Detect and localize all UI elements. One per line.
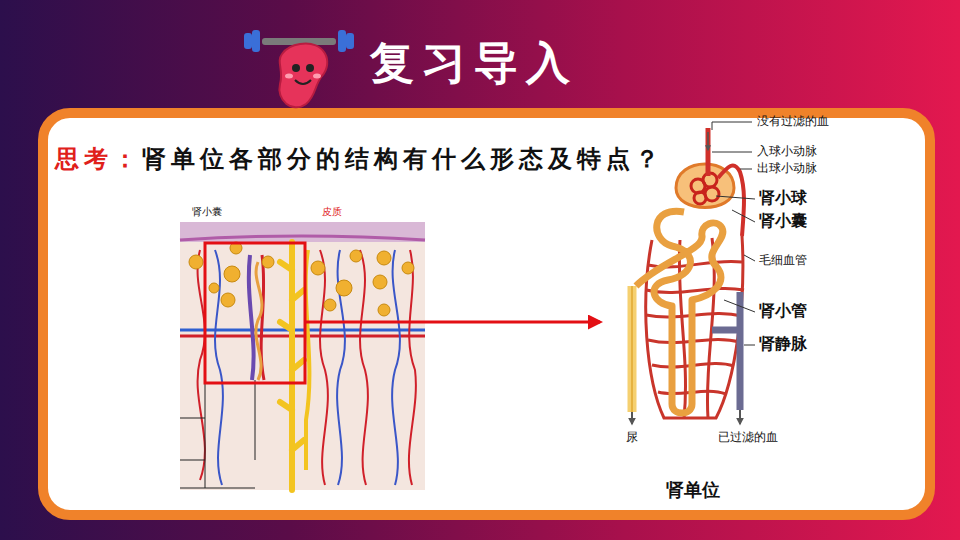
nephron-part-part [712,152,752,153]
nephron-part-part [694,192,706,204]
kidney-icon-part [252,30,260,52]
kidney-tissue-part-part [377,251,391,265]
kidney-tissue-part-part [402,262,414,274]
kidney-tissue-part [180,236,425,240]
part-label: 出球小动脉 [757,162,817,176]
nephron-part [691,173,719,204]
kidney-tissue-part-part [311,261,325,275]
part-label: 肾静脉 [759,335,807,353]
part-label: 肾小球 [759,189,807,207]
nephron-part-part [724,300,755,312]
kidney-tissue-part-part [256,262,262,380]
kidney-tissue-part-part [262,256,274,268]
kidney-tissue-part-part [409,250,416,485]
nephron-part [628,286,637,412]
kidney-tissue-part-part [378,304,390,316]
nephron-part [706,128,711,176]
kidney-icon-part [346,33,354,49]
nephron-part-part [744,255,755,261]
kidney-tissue-part [180,330,255,488]
nephron-part [712,292,740,410]
kidney-tissue [180,222,425,490]
nephron-part-part [646,288,744,292]
kidney-tissue-part [189,242,414,316]
kidney-tissue-part [180,222,425,490]
kidney-tissue-part-part [224,266,240,282]
kidney-tissue-part-part [350,250,362,262]
kidney-icon-part [279,44,327,108]
kidney-icon-part [244,33,252,49]
part-label: 已过滤的血 [718,431,778,445]
slide-title: 复习导入 [370,38,578,89]
kidney-tissue-part [180,222,425,242]
kidney-tissue-part-part [373,275,387,289]
zoom-arrow [305,321,600,324]
nephron-part [631,286,633,412]
part-label: 皮质 [322,206,342,218]
kidney-icon-part [285,74,293,79]
part-label: 没有过滤的血 [757,115,829,129]
kidney-tissue-part-part [324,299,336,311]
nephron-part-part [732,210,755,222]
kidney-icon-part [292,64,300,72]
nephron-part [718,165,744,236]
kidney-icon-part [306,64,314,72]
kidney-tissue-part [280,242,304,490]
nephron-part-part [744,345,755,346]
kidney-icon-part [313,74,321,79]
part-label: 尿 [626,431,638,445]
part-label: 肾小囊 [192,206,222,218]
kidney-tissue-part-part [189,255,203,269]
kidney-tissue-part [198,250,416,485]
highlight-box [205,243,305,383]
part-label: 毛细血管 [759,254,807,268]
kidney-tissue-part-part [249,255,254,380]
question-text: 肾单位各部分的结构有什么形态及特点？ [142,146,664,174]
kidney-tissue-part-part [209,283,219,293]
kidney-icon [244,30,354,107]
kidney-icon-part [295,80,311,84]
kidney-icon-part [338,30,346,52]
nephron-part [712,122,755,345]
nephron-part [631,412,633,424]
part-label: 肾小管 [759,302,807,320]
nephron-part-part [712,122,752,130]
nephron-part [739,410,741,424]
part-label: 肾小囊 [759,212,807,230]
kidney-tissue-part-part [320,250,328,485]
kidney-tissue-part-part [221,293,235,307]
kidney-tissue-part-part [392,250,400,485]
nephron-part-part [740,169,752,170]
figure-caption: 肾单位 [666,480,720,501]
nephron-part [707,132,709,150]
kidney-tissue-part-part [360,250,368,485]
kidney-tissue-part [180,335,425,338]
nephron-part-part [679,240,685,418]
kidney-tissue-part [180,329,425,332]
kidney-tissue-part-part [336,280,352,296]
nephron-part-part [716,196,755,199]
part-label: 入球小动脉 [757,145,817,159]
question-prefix: 思考： [55,146,142,174]
nephron-part [636,211,723,413]
